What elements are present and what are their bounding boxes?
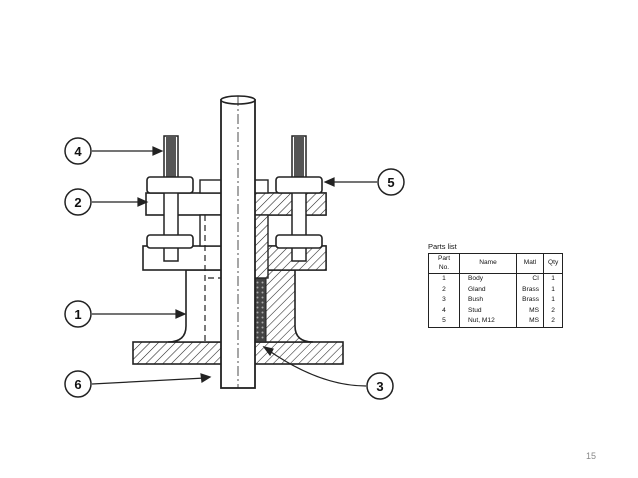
cell-qty: 1 xyxy=(542,284,564,295)
parts-table: Part No. Name Matl Qty 1 Body CI 1 2 Gla… xyxy=(428,253,564,328)
cell-name: Bush xyxy=(459,295,517,306)
shaft xyxy=(220,95,256,389)
table-row: 5 Nut, M12 MS 2 xyxy=(428,316,564,328)
cell-name: Nut, M12 xyxy=(459,316,517,328)
header-part-no: Part No. xyxy=(428,253,460,274)
svg-text:1: 1 xyxy=(74,307,81,322)
table-row: 2 Gland Brass 1 xyxy=(428,284,564,295)
svg-text:5: 5 xyxy=(387,175,394,190)
callout-2: 2 xyxy=(64,188,92,216)
cell-part-no: 2 xyxy=(428,284,460,295)
header-qty: Qty xyxy=(542,253,564,274)
cell-part-no: 3 xyxy=(428,295,460,306)
cell-qty: 2 xyxy=(542,305,564,316)
cell-material: Brass xyxy=(516,284,544,295)
parts-list-title: Parts list xyxy=(428,242,457,251)
parts-table-header-row: Part No. Name Matl Qty xyxy=(428,253,564,274)
table-row: 1 Body CI 1 xyxy=(428,273,564,285)
svg-text:4: 4 xyxy=(74,144,82,159)
header-material: Matl xyxy=(516,253,544,274)
cell-part-no: 1 xyxy=(428,273,460,285)
leader-lines xyxy=(91,146,377,387)
stud-right xyxy=(275,135,323,262)
cell-name: Body xyxy=(459,273,517,285)
cell-part-no: 5 xyxy=(428,316,460,328)
cell-material: MS xyxy=(516,305,544,316)
callout-3: 3 xyxy=(366,372,394,400)
table-row: 3 Bush Brass 1 xyxy=(428,295,564,306)
callout-6: 6 xyxy=(64,370,92,398)
cell-material: MS xyxy=(516,316,544,328)
svg-text:3: 3 xyxy=(376,379,383,394)
cell-name: Gland xyxy=(459,284,517,295)
cell-part-no: 4 xyxy=(428,305,460,316)
parts-list: Parts list Part No. Name Matl Qty 1 Body… xyxy=(428,242,564,328)
callout-4: 4 xyxy=(64,137,92,165)
cell-name: Stud xyxy=(459,305,517,316)
header-name: Name xyxy=(459,253,517,274)
stud-left xyxy=(146,135,194,262)
callout-5: 5 xyxy=(377,168,405,196)
callout-1: 1 xyxy=(64,300,92,328)
svg-text:2: 2 xyxy=(74,195,81,210)
cell-material: Brass xyxy=(516,295,544,306)
cell-qty: 2 xyxy=(542,316,564,328)
svg-text:6: 6 xyxy=(74,377,81,392)
cell-material: CI xyxy=(516,273,544,285)
table-row: 4 Stud MS 2 xyxy=(428,305,564,316)
page-number: 15 xyxy=(586,451,597,461)
cell-qty: 1 xyxy=(542,295,564,306)
cell-qty: 1 xyxy=(542,273,564,285)
